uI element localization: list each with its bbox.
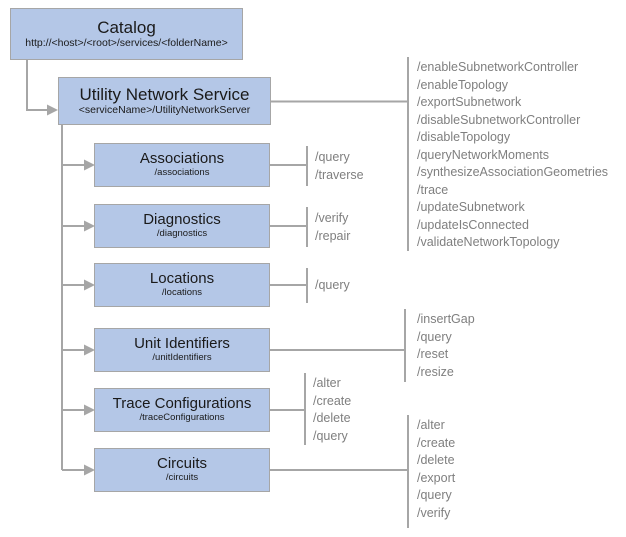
operation-item: /query — [315, 278, 350, 292]
arrowhead-service — [47, 104, 58, 116]
utility-network-service-node: Utility Network Service <serviceName>/Ut… — [58, 77, 271, 125]
operation-item: /create — [313, 393, 352, 408]
trace-configurations-node: Trace Configurations /traceConfiguration… — [94, 388, 270, 432]
service-title: Utility Network Service — [79, 84, 250, 104]
circuits-title: Circuits — [156, 454, 207, 472]
diagnostics-node: Diagnostics /diagnostics — [94, 204, 270, 248]
operation-item: /queryNetworkMoments — [417, 147, 549, 162]
circuits-operations-list: /alter /create /delete /export /query /v… — [417, 417, 455, 522]
associations-node: Associations /associations — [94, 143, 270, 187]
diagnostics-operations-list: /verify /repair — [315, 210, 350, 245]
locations-subtitle: /locations — [161, 287, 203, 299]
service-operations-list: /enableSubnetworkController /enableTopol… — [417, 59, 608, 252]
service-subtitle: <serviceName>/UtilityNetworkServer — [78, 103, 251, 116]
operation-item: /export — [417, 470, 456, 485]
operation-item: /enableSubnetworkController — [417, 60, 579, 74]
operation-item: /reset — [417, 347, 449, 361]
catalog-title: Catalog — [97, 17, 156, 37]
associations-operations-list: /query /traverse — [315, 149, 364, 184]
operation-item: /traverse — [315, 167, 364, 182]
operation-item: /enableTopology — [417, 77, 509, 92]
unit-identifiers-subtitle: /unitIdentifiers — [152, 352, 212, 364]
unit-identifiers-operations-list: /insertGap /query /reset /resize — [417, 311, 475, 381]
operation-item: /disableTopology — [417, 130, 511, 144]
arrowhead-diagnostics — [84, 220, 95, 232]
arrowhead-locations — [84, 279, 95, 291]
arrowhead-associations — [84, 159, 95, 171]
operation-item: /exportSubnetwork — [417, 95, 522, 109]
trace-configurations-operations-list: /alter /create /delete /query — [313, 375, 351, 445]
associations-subtitle: /associations — [154, 167, 210, 179]
operation-item: /alter — [313, 376, 341, 390]
unit-identifiers-node: Unit Identifiers /unitIdentifiers — [94, 328, 270, 372]
operation-item: /delete — [313, 411, 351, 425]
operation-item: /delete — [417, 453, 455, 467]
operation-item: /query — [313, 428, 348, 443]
catalog-subtitle: http://<host>/<root>/services/<folderNam… — [25, 36, 228, 49]
operation-item: /alter — [417, 418, 445, 432]
trace-configurations-title: Trace Configurations — [112, 394, 252, 412]
operation-item: /resize — [417, 364, 454, 379]
operation-item: /insertGap — [417, 312, 475, 326]
locations-node: Locations /locations — [94, 263, 270, 307]
arrowhead-trace-configurations — [84, 404, 95, 416]
diagnostics-title: Diagnostics — [143, 210, 221, 228]
arrowhead-unit-identifiers — [84, 344, 95, 356]
operation-item: /query — [417, 488, 452, 502]
catalog-node: Catalog http://<host>/<root>/services/<f… — [10, 8, 243, 60]
operation-item: /updateSubnetwork — [417, 200, 525, 214]
operation-item: /create — [417, 435, 456, 450]
operation-item: /validateNetworkTopology — [417, 235, 560, 249]
operation-item: /verify — [315, 211, 349, 225]
diagnostics-subtitle: /diagnostics — [156, 228, 208, 240]
trace-configurations-subtitle: /traceConfigurations — [139, 412, 225, 424]
circuits-subtitle: /circuits — [165, 472, 199, 484]
associations-title: Associations — [139, 149, 225, 167]
operation-item: /repair — [315, 228, 351, 243]
operation-item: /synthesizeAssociationGeometries — [417, 165, 609, 179]
operation-item: /updateIsConnected — [417, 217, 529, 232]
locations-operations-list: /query — [315, 277, 350, 295]
arrowhead-circuits — [84, 464, 95, 476]
operation-item: /query — [315, 150, 350, 164]
operation-item: /verify — [417, 505, 451, 520]
locations-title: Locations — [149, 269, 215, 287]
unit-identifiers-title: Unit Identifiers — [134, 334, 230, 352]
connector-catalog-to-service — [26, 60, 48, 111]
operation-item: /trace — [417, 182, 449, 197]
circuits-node: Circuits /circuits — [94, 448, 270, 492]
operation-item: /disableSubnetworkController — [417, 112, 581, 127]
operation-item: /query — [417, 329, 452, 344]
